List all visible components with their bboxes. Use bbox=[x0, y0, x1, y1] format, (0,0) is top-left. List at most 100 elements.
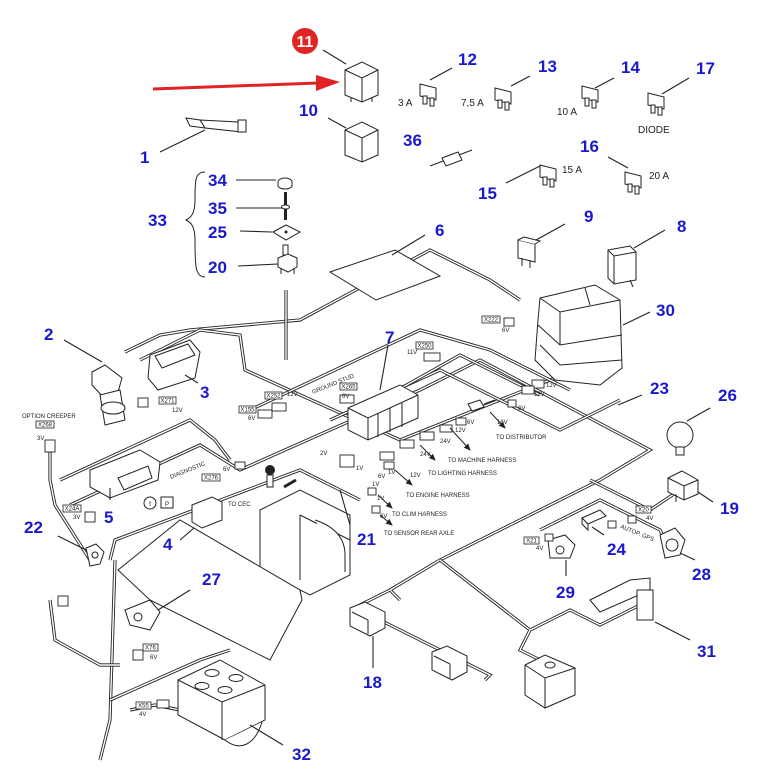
diode-36[interactable] bbox=[429, 149, 473, 167]
callout-26[interactable]: 26 bbox=[718, 386, 737, 405]
fuse-16[interactable] bbox=[624, 171, 642, 195]
destination-arrows bbox=[377, 411, 506, 526]
callout-9[interactable]: 9 bbox=[584, 207, 593, 226]
timer-module-8[interactable] bbox=[607, 245, 637, 288]
callout-32[interactable]: 32 bbox=[292, 745, 311, 764]
decal-6[interactable] bbox=[328, 249, 442, 301]
svg-text:TO CLIM HARNESS: TO CLIM HARNESS bbox=[392, 512, 447, 518]
callout-13[interactable]: 13 bbox=[538, 57, 557, 76]
callout-12[interactable]: 12 bbox=[458, 50, 477, 69]
park-symbol: P bbox=[160, 496, 174, 509]
switch-24[interactable] bbox=[581, 509, 607, 532]
blower-housing-21[interactable] bbox=[259, 489, 351, 596]
callout-33[interactable]: 33 bbox=[148, 211, 167, 230]
callout-3[interactable]: 3 bbox=[200, 383, 209, 402]
svg-text:TO DISTRIBUTOR: TO DISTRIBUTOR bbox=[496, 435, 547, 441]
connectors bbox=[44, 317, 637, 709]
svg-text:X55: X55 bbox=[138, 704, 149, 710]
worklight-18b[interactable] bbox=[431, 645, 468, 681]
callout-28[interactable]: 28 bbox=[692, 565, 711, 584]
svg-text:X265: X265 bbox=[341, 385, 356, 391]
callout-22[interactable]: 22 bbox=[24, 518, 43, 537]
relay-module-9[interactable] bbox=[517, 236, 542, 268]
svg-text:11: 11 bbox=[297, 34, 314, 51]
callout-16[interactable]: 16 bbox=[580, 137, 599, 156]
callout-21[interactable]: 21 bbox=[357, 530, 376, 549]
svg-text:12V: 12V bbox=[534, 392, 545, 398]
callout-31[interactable]: 31 bbox=[697, 642, 716, 661]
beacon-19[interactable] bbox=[667, 470, 699, 502]
callout-29[interactable]: 29 bbox=[556, 583, 575, 602]
callout-15[interactable]: 15 bbox=[478, 184, 497, 203]
temperature-sensor[interactable] bbox=[265, 465, 275, 488]
callout-30[interactable]: 30 bbox=[656, 301, 675, 320]
callout-27[interactable]: 27 bbox=[202, 570, 221, 589]
callout-7[interactable]: 7 bbox=[385, 328, 394, 347]
callout-34[interactable]: 34 bbox=[208, 171, 227, 190]
washer-pump-31[interactable] bbox=[589, 577, 654, 621]
callout-6[interactable]: 6 bbox=[435, 221, 444, 240]
fuse-17[interactable] bbox=[647, 92, 665, 116]
svg-text:X222: X222 bbox=[484, 318, 499, 324]
relay-10[interactable] bbox=[344, 121, 379, 163]
callout-14[interactable]: 14 bbox=[621, 58, 640, 77]
callout-2[interactable]: 2 bbox=[44, 325, 53, 344]
plate-25[interactable] bbox=[271, 224, 302, 241]
callout-4[interactable]: 4 bbox=[163, 535, 173, 554]
solenoid-27[interactable] bbox=[124, 599, 161, 631]
callout-18[interactable]: 18 bbox=[363, 673, 382, 692]
fuse-15[interactable] bbox=[539, 164, 557, 188]
svg-text:DIAGNOSTIC: DIAGNOSTIC bbox=[170, 461, 207, 481]
callout-5[interactable]: 5 bbox=[104, 508, 113, 527]
screw-35[interactable] bbox=[281, 192, 290, 220]
svg-text:1V: 1V bbox=[388, 470, 395, 476]
svg-text:OPTION CREEPER: OPTION CREEPER bbox=[22, 414, 76, 420]
callout-10[interactable]: 10 bbox=[299, 101, 318, 120]
cap-34[interactable] bbox=[277, 177, 293, 190]
fuse-ratings: 3 A 7,5 A 10 A 15 A 20 A DIODE bbox=[398, 98, 670, 182]
svg-text:TO SENSOR REAR AXLE: TO SENSOR REAR AXLE bbox=[384, 531, 454, 537]
callout-36[interactable]: 36 bbox=[403, 131, 422, 150]
worklight-18a[interactable] bbox=[349, 601, 386, 637]
callout-24[interactable]: 24 bbox=[607, 540, 626, 559]
svg-text:P: P bbox=[165, 502, 169, 508]
callout-19[interactable]: 19 bbox=[720, 499, 739, 518]
console-30[interactable] bbox=[534, 284, 623, 386]
heater-unit-32[interactable] bbox=[177, 659, 266, 747]
fuse-13[interactable] bbox=[494, 87, 512, 111]
callout-35[interactable]: 35 bbox=[208, 199, 227, 218]
fuse-box-7[interactable] bbox=[347, 384, 419, 441]
box-4[interactable] bbox=[191, 496, 223, 529]
horn-28[interactable] bbox=[659, 527, 686, 559]
washer-tank[interactable] bbox=[524, 654, 576, 709]
svg-text:!: ! bbox=[149, 502, 151, 508]
pressure-sensor-22[interactable] bbox=[85, 543, 105, 567]
grease-tube-1[interactable] bbox=[185, 117, 247, 133]
callout-1[interactable]: 1 bbox=[140, 148, 149, 167]
callout-17[interactable]: 17 bbox=[696, 59, 715, 78]
svg-text:6V: 6V bbox=[380, 514, 387, 520]
svg-text:6V: 6V bbox=[502, 328, 509, 334]
svg-text:2V: 2V bbox=[320, 451, 327, 457]
switch-20[interactable] bbox=[277, 244, 298, 274]
svg-text:TO MACHINE HARNESS: TO MACHINE HARNESS bbox=[448, 458, 516, 464]
svg-text:6V: 6V bbox=[150, 655, 157, 661]
svg-text:4V: 4V bbox=[139, 712, 146, 718]
bulb-26[interactable] bbox=[666, 421, 694, 456]
callout-23[interactable]: 23 bbox=[650, 379, 669, 398]
fuse-12[interactable] bbox=[419, 83, 437, 107]
control-module-3[interactable] bbox=[147, 339, 201, 391]
handle-switch-2[interactable] bbox=[91, 364, 126, 426]
svg-text:24V: 24V bbox=[420, 452, 431, 458]
svg-text:12V: 12V bbox=[172, 408, 183, 414]
svg-text:12V: 12V bbox=[287, 392, 298, 398]
svg-text:DIODE: DIODE bbox=[638, 125, 670, 136]
fuse-14[interactable] bbox=[581, 85, 599, 109]
ecu-module-5[interactable] bbox=[89, 449, 161, 499]
relay-11[interactable] bbox=[344, 61, 379, 103]
callout-11-badge[interactable]: 11 bbox=[292, 28, 318, 54]
callout-25[interactable]: 25 bbox=[208, 223, 227, 242]
callout-8[interactable]: 8 bbox=[677, 217, 686, 236]
sensor-29[interactable] bbox=[547, 534, 576, 559]
callout-20[interactable]: 20 bbox=[208, 258, 227, 277]
